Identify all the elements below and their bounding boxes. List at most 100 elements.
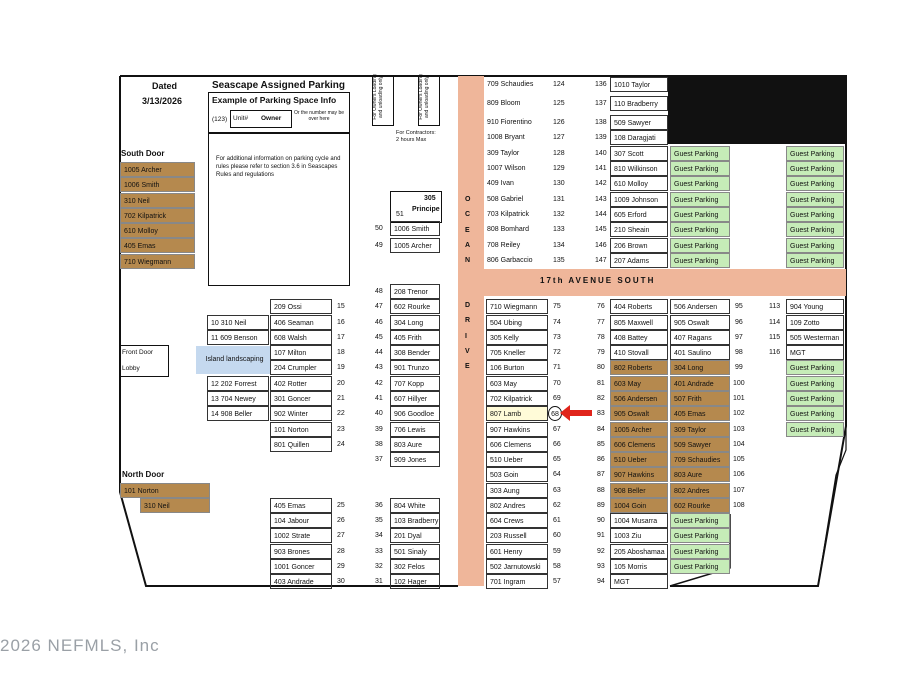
- parking-space: 604 Crews: [486, 513, 548, 528]
- parking-space: 20: [337, 380, 345, 387]
- parking-space: 74: [553, 319, 561, 326]
- parking-space: 709 Schaudies: [670, 452, 730, 467]
- parking-space: Guest Parking: [786, 391, 844, 406]
- parking-space: 701 Ingram: [486, 574, 548, 589]
- parking-space: 136: [595, 81, 607, 88]
- black-block: [668, 76, 846, 144]
- parking-space: 24: [337, 441, 345, 448]
- parking-space: 801 Quillen: [270, 437, 332, 452]
- parking-space: 145: [595, 226, 607, 233]
- parking-space: 809 Bloom: [487, 100, 521, 107]
- parking-space: 807 Lamb: [486, 406, 548, 421]
- contractors-note: For Contractors: 2 hours Max: [396, 130, 436, 144]
- parking-space: 207 Adams: [610, 253, 668, 268]
- parking-space: 710 Wiegmann: [120, 254, 195, 269]
- owners-box-1: [372, 76, 394, 126]
- info-text: For additional information on parking cy…: [216, 156, 341, 179]
- parking-space: 125: [553, 100, 565, 107]
- example-space: (123): [212, 116, 228, 123]
- parking-space: 73: [553, 334, 561, 341]
- parking-space: 58: [553, 563, 561, 570]
- parking-space: 101 Norton: [270, 422, 332, 437]
- parking-space: 46: [375, 319, 383, 326]
- drive-letter: E: [465, 363, 470, 371]
- front-door-label: Front Door: [122, 349, 154, 356]
- parking-space: 75: [553, 303, 561, 310]
- parking-space: 103: [733, 426, 745, 433]
- parking-space: 910 Fiorentino: [487, 119, 532, 126]
- parking-space: 201 Dyal: [390, 528, 440, 543]
- parking-space: 98: [735, 349, 743, 356]
- parking-space: 104 Jabour: [270, 513, 332, 528]
- parking-space: 603 May: [486, 376, 548, 391]
- parking-space: 49: [375, 242, 383, 249]
- parking-space: 1005 Archer: [390, 238, 440, 253]
- parking-space: 502 Jarnutowski: [486, 559, 548, 574]
- parking-space: 77: [597, 319, 605, 326]
- parking-space: 906 Goodloe: [390, 406, 440, 421]
- parking-space: 601 Henry: [486, 544, 548, 559]
- parking-space: 115: [769, 334, 781, 341]
- parking-space: 810 Wilkinson: [610, 161, 668, 176]
- parking-space: 37: [375, 456, 383, 463]
- parking-space: 203 Russell: [486, 528, 548, 543]
- ocean-letter: O: [465, 196, 471, 203]
- parking-space: 403 Andrade: [270, 574, 332, 589]
- parking-space: 114: [769, 319, 781, 326]
- parking-space: 124: [553, 81, 565, 88]
- example-owner: Owner: [261, 115, 282, 122]
- parking-space: 78: [597, 334, 605, 341]
- parking-space: 44: [375, 349, 383, 356]
- parking-space: 803 Aure: [390, 437, 440, 452]
- parking-space: 107 Milton: [270, 345, 332, 360]
- parking-space: 43: [375, 364, 383, 371]
- parking-space: 100: [733, 380, 745, 387]
- parking-space: 90: [597, 517, 605, 524]
- parking-space: Guest Parking: [786, 360, 844, 375]
- parking-space: 1005 Archer: [610, 422, 668, 437]
- parking-space: Guest Parking: [786, 376, 844, 391]
- parking-space: 802 Andres: [670, 483, 730, 498]
- parking-space: 83: [597, 410, 605, 417]
- parking-space: 510 Ueber: [610, 452, 668, 467]
- parking-space: 1009 Johnson: [610, 192, 668, 207]
- parking-space: 70: [553, 380, 561, 387]
- parking-space: 1001 Goncer: [270, 559, 332, 574]
- parking-space: 110 Bradberry: [610, 96, 668, 111]
- parking-space: Guest Parking: [786, 207, 844, 222]
- parking-space: 31: [375, 578, 383, 585]
- parking-space: 141: [595, 165, 607, 172]
- dated-label: Dated: [152, 81, 178, 91]
- parking-space: 81: [597, 380, 605, 387]
- parking-space: 63: [553, 487, 561, 494]
- parking-space: 89: [597, 502, 605, 509]
- parking-space: 401 Saulino: [670, 345, 730, 360]
- parking-space: 59: [553, 548, 561, 555]
- parking-space: 706 Lewis: [390, 422, 440, 437]
- parking-space: 67: [553, 426, 561, 433]
- parking-space: 1006 Smith: [390, 221, 440, 236]
- parking-space: 1004 Musarra: [610, 513, 668, 528]
- parking-space: 38: [375, 441, 383, 448]
- drive-letter: I: [465, 332, 467, 340]
- parking-space: 88: [597, 487, 605, 494]
- parking-space: 406 Seaman: [270, 315, 332, 330]
- parking-space: 208 Trenor: [390, 284, 440, 299]
- parking-space: 12 202 Forrest: [207, 376, 269, 391]
- parking-space: 1004 Goin: [610, 498, 668, 513]
- parking-space: 92: [597, 548, 605, 555]
- parking-space: 902 Winter: [270, 406, 332, 421]
- parking-space: Guest Parking: [786, 222, 844, 237]
- lobby-label: Lobby: [122, 365, 140, 372]
- parking-space: 302 Felos: [390, 559, 440, 574]
- parking-space: 802 Roberts: [610, 360, 668, 375]
- parking-space: Guest Parking: [670, 192, 730, 207]
- parking-space: 62: [553, 502, 561, 509]
- parking-space: 140: [595, 150, 607, 157]
- owners-note-1: For Owners Loading and unloading only: [372, 74, 384, 120]
- parking-space: 506 Andersen: [610, 391, 668, 406]
- ocean-letter: E: [465, 226, 470, 234]
- south-door-label: South Door: [121, 149, 165, 158]
- parking-space: 71: [553, 364, 561, 371]
